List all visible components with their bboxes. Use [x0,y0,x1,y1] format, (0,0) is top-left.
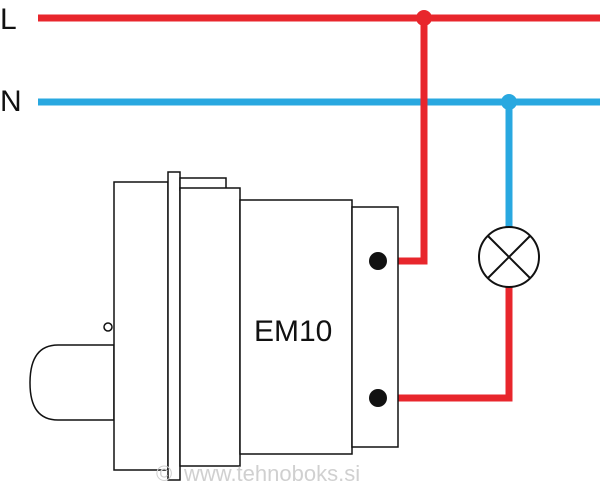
live-drop-to-device [392,18,428,265]
device-terminal-switched [369,389,387,407]
device-collar [179,187,241,467]
live-junction [416,10,432,26]
lamp-icon [478,226,540,288]
watermark-text: www.tehnoboks.si [183,461,360,486]
device-body [113,181,169,471]
em10-device: EM10 [29,171,399,481]
device-flange [167,171,181,481]
device-housing [239,199,353,455]
device-terminal-live [369,252,387,270]
switched-wire-lamp-to-device [392,286,513,402]
watermark-symbol: © [156,461,172,486]
watermark: © www.tehnoboks.si [156,461,360,486]
device-label: EM10 [254,315,332,348]
device-terminal-block [351,206,399,448]
device-knob [29,344,115,421]
neutral-rail-label: N [0,85,22,118]
live-wiring [38,10,600,402]
neutral-junction [501,94,517,110]
device-knob-pin [103,322,113,332]
neutral-wiring [38,94,600,228]
live-rail-label: L [0,3,17,36]
